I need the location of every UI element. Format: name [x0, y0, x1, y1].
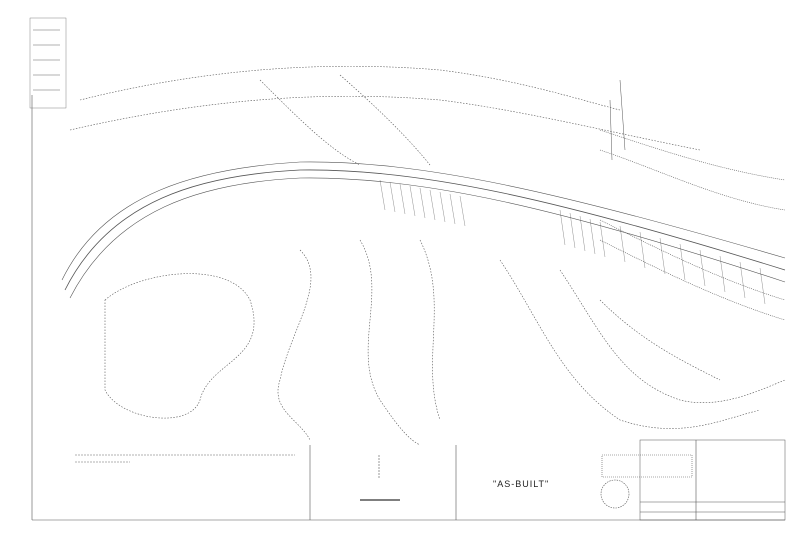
legend-block	[29, 17, 67, 109]
seal	[600, 479, 630, 509]
as-built-stamp: "AS-BUILT"	[493, 479, 550, 489]
title-block	[639, 439, 786, 521]
contour	[104, 273, 255, 419]
notes-box	[601, 454, 693, 478]
slope-hatching	[379, 179, 766, 305]
road-alignment	[64, 169, 786, 291]
